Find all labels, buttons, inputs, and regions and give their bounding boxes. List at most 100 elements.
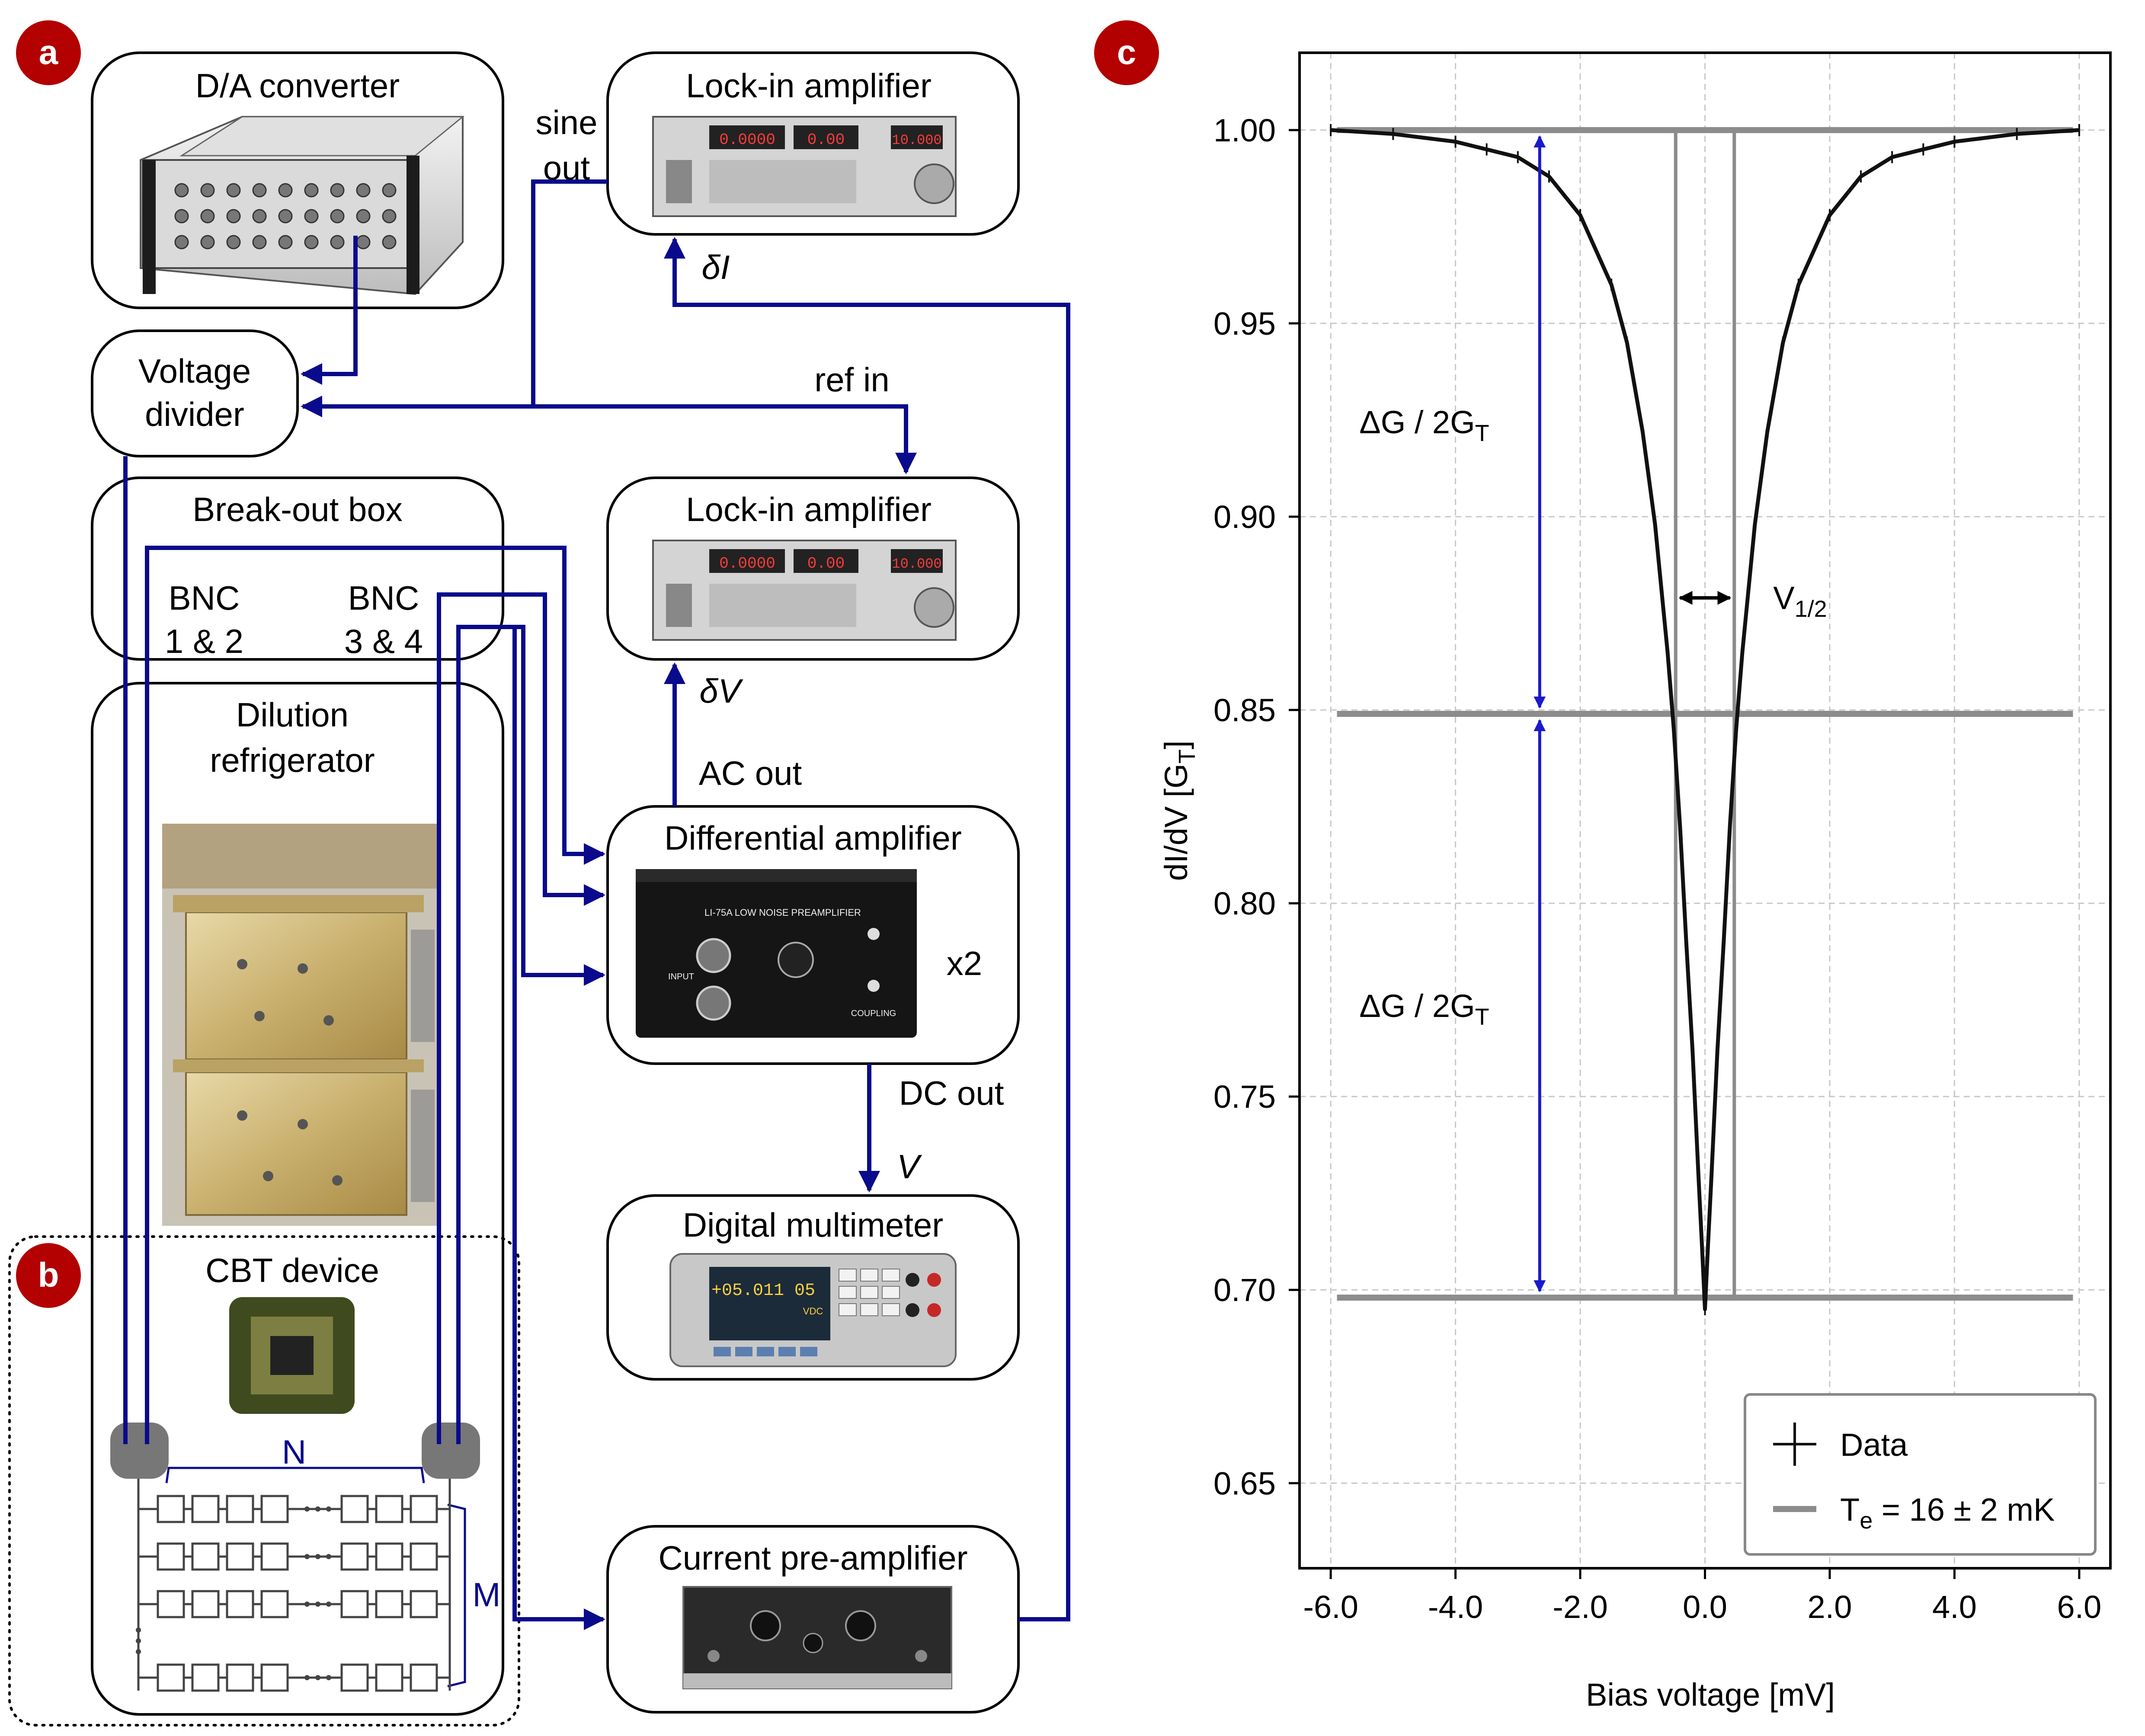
sine-label: sine	[535, 103, 597, 141]
legend-data-label: Data	[1840, 1427, 1908, 1463]
badge-a-label: a	[39, 33, 58, 71]
da-converter-image	[140, 116, 465, 295]
chart-legend: Data Te = 16 ± 2 mK	[1744, 1393, 2097, 1556]
da-bnc-connectors	[174, 183, 397, 249]
badge-a: a	[16, 20, 81, 85]
array-ellipsis	[136, 1506, 331, 1680]
y-tick-label: 0.70	[1213, 1272, 1276, 1308]
voltage-divider-line1: Voltage	[138, 352, 251, 390]
y-tick-label: 0.95	[1213, 306, 1276, 342]
n-bracket	[165, 1467, 425, 1483]
multimeter-unit: VDC	[803, 1306, 823, 1317]
da-converter-title: D/A converter	[195, 67, 400, 105]
wire-ref-in	[533, 404, 917, 474]
delta-g-label-main: ΔG / 2G	[1359, 988, 1475, 1024]
voltage-divider-line2: divider	[145, 395, 244, 433]
n-label: N	[282, 1433, 306, 1471]
ac-out-label: AC out	[699, 754, 802, 792]
out-label: out	[543, 149, 590, 187]
current-preamp-image	[682, 1586, 952, 1689]
wiring	[123, 179, 1070, 1630]
y-axis-label-main: dI/dV [G	[1158, 764, 1194, 881]
wire-bnc12-to-diffamp-a	[145, 546, 605, 1444]
delta-g-label-sub: T	[1475, 420, 1489, 446]
array-row-1	[138, 1495, 450, 1523]
legend-fit-label-pre: T	[1840, 1492, 1860, 1528]
x-tick-label: 2.0	[1808, 1589, 1852, 1625]
v-half-label-main: V	[1773, 580, 1795, 616]
badge-c: c	[1094, 20, 1159, 85]
diff-amp-coupling-label: COUPLING	[851, 1009, 896, 1018]
wire-bnc34-to-diffamp-c	[456, 625, 605, 1444]
multimeter-display: +05.011 05	[711, 1281, 815, 1301]
bnc-1-2-line2: 1 & 2	[165, 622, 243, 660]
dc-out-label: DC out	[899, 1074, 1004, 1112]
dilution-line2: refrigerator	[210, 741, 375, 779]
m-bracket	[447, 1503, 466, 1688]
legend-fit-label-sub: e	[1860, 1508, 1873, 1534]
current-preamp-title: Current pre-amplifier	[658, 1539, 967, 1577]
cbt-device-title: CBT device	[205, 1251, 379, 1289]
wire-bnc34-to-diffamp-b	[437, 592, 605, 1444]
v-half-label: V1/2	[1773, 580, 1827, 622]
lockin-2-display-2: 0.00	[807, 555, 845, 572]
badge-b-label: b	[38, 1256, 59, 1294]
array-row-3	[138, 1590, 450, 1618]
y-axis-label-end: ]	[1158, 740, 1194, 749]
bnc-1-2-line1: BNC	[169, 579, 240, 617]
ref-in-label: ref in	[814, 361, 889, 399]
chart-data-series	[1330, 124, 2080, 1315]
diff-amp-brand: LI-75A LOW NOISE PREAMPLIFIER	[704, 907, 861, 918]
delta-i-label: δI	[701, 248, 730, 286]
y-axis-label-sub: T	[1174, 749, 1200, 764]
breakout-box-title: Break-out box	[192, 490, 403, 528]
wire-device-to-preamp	[479, 625, 605, 1630]
breakout-box: Break-out box BNC 1 & 2 BNC 3 & 4	[91, 476, 504, 661]
badge-b: b	[16, 1243, 81, 1308]
diff-amp-title: Differential amplifier	[664, 819, 962, 857]
legend-fit-label-post: = 16 ± 2 mK	[1873, 1492, 2055, 1528]
wire-preamp-to-lockin1	[664, 237, 1070, 1621]
lockin-amplifier-1-box: Lock-in amplifier 0.0000 0.00 10.000	[606, 51, 1020, 236]
multimeter-image: +05.011 05 VDC	[669, 1253, 957, 1367]
dilution-line1: Dilution	[236, 696, 349, 734]
differential-amplifier-box: Differential amplifier LI-75A LOW NOISE …	[606, 805, 1020, 1065]
x-tick-label: -2.0	[1553, 1589, 1608, 1625]
legend-fit-label: Te = 16 ± 2 mK	[1840, 1492, 2055, 1534]
junction-array	[136, 1479, 451, 1692]
legend-data-marker	[1773, 1423, 1816, 1466]
wire-da-to-divider	[301, 236, 358, 385]
multimeter-title: Digital multimeter	[683, 1206, 943, 1244]
lockin-2-display-3: 10.000	[892, 556, 941, 572]
cbt-chip-image	[229, 1297, 355, 1414]
x-tick-label: -4.0	[1428, 1589, 1483, 1625]
m-label: M	[473, 1576, 501, 1614]
badge-c-label: c	[1117, 33, 1137, 71]
delta-g-label: ΔG / 2GT	[1359, 404, 1489, 446]
delta-g-label: ΔG / 2GT	[1359, 988, 1489, 1030]
lockin-2-title: Lock-in amplifier	[686, 490, 932, 528]
bond-pad-right	[422, 1423, 480, 1479]
x-axis-label: Bias voltage [mV]	[1586, 1677, 1835, 1713]
x2-label: x2	[947, 944, 982, 982]
y-tick-label: 0.85	[1213, 692, 1276, 728]
dilution-refrigerator-box: Dilution refrigerator	[91, 682, 504, 1716]
array-row-m	[138, 1663, 450, 1692]
y-tick-label: 0.65	[1213, 1465, 1276, 1501]
lockin-1-title: Lock-in amplifier	[686, 67, 932, 105]
delta-g-label-main: ΔG / 2G	[1359, 404, 1475, 440]
bnc-3-4-line2: 3 & 4	[344, 622, 423, 660]
lockin-1-display-1: 0.0000	[719, 131, 775, 149]
diff-amp-image: LI-75A LOW NOISE PREAMPLIFIER INPUT COUP…	[636, 869, 917, 1038]
lockin-2-image: 0.0000 0.00 10.000	[652, 540, 957, 641]
x-tick-label: -6.0	[1303, 1589, 1358, 1625]
bnc-3-4-line1: BNC	[348, 579, 419, 617]
y-tick-label: 0.75	[1213, 1079, 1276, 1115]
panel-b-region	[8, 1235, 520, 1726]
y-tick-label: 0.90	[1213, 499, 1276, 535]
v-signal-label: V	[897, 1148, 922, 1186]
